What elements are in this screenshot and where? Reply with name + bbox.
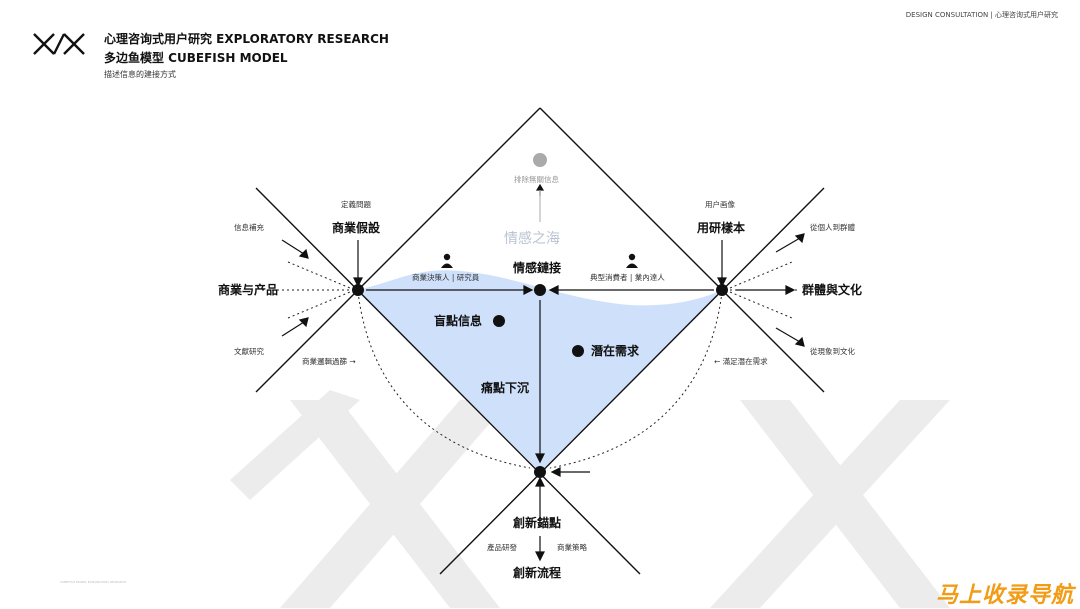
- label-group-culture: 群體與文化: [802, 283, 863, 297]
- label-consumer: 典型消費者 | 業內達人: [590, 273, 665, 282]
- label-business-product: 商業与产品: [218, 283, 279, 297]
- label-innovation-process: 創新流程: [513, 566, 562, 580]
- label-emotion-sea: 情感之海: [504, 231, 560, 247]
- label-research-sample: 用研樣本: [697, 221, 746, 235]
- label-phenomenon-culture: 從現象到文化: [810, 347, 855, 356]
- arrows: [281, 183, 805, 562]
- nodes: [352, 153, 728, 478]
- label-logic-filter: 商業邏輯過篩 →: [302, 357, 356, 366]
- label-excluded-info: 排除無關信息: [514, 175, 559, 184]
- label-pain-sink: 痛點下沉: [481, 381, 530, 395]
- model-title: 多边鱼模型 CUBEFISH MODEL: [104, 51, 288, 65]
- background-x-shapes: [230, 390, 950, 608]
- label-innovation-anchor: 創新錨點: [513, 516, 562, 530]
- footnote: CUBEFISH MODEL EXPLORATORY RESEARCH: [60, 580, 127, 584]
- label-user-persona: 用户画像: [705, 200, 735, 209]
- corner-label: DESIGN CONSULTATION | 心理咨询式用户研究: [905, 11, 1058, 19]
- label-business-hypothesis: 商業假設: [332, 221, 381, 235]
- page-title: 心理咨询式用户研究 EXPLORATORY RESEARCH: [104, 32, 389, 46]
- diamond-lines: [255, 107, 825, 575]
- label-literature: 文獻研究: [234, 347, 264, 356]
- label-define-problem: 定義問題: [341, 200, 371, 209]
- label-individual-group: 從個人到群體: [810, 223, 855, 232]
- label-biz-strategy: 商業策略: [557, 543, 587, 552]
- watermark: 马上收录导航: [935, 583, 1074, 608]
- label-info-supplement: 信息補充: [234, 223, 264, 232]
- label-decision-maker: 商業決策人 | 研究員: [412, 273, 480, 282]
- label-potential-need: 潛在需求: [591, 344, 640, 358]
- label-blind-info: 盲點信息: [434, 314, 483, 328]
- label-emotional-link: 情感鏈接: [513, 261, 562, 275]
- label-meet-potential: ← 滿足潛在需求: [714, 357, 768, 366]
- page-subtitle: 描述信息的建接方式: [104, 70, 176, 79]
- cubefish-logo-icon: [33, 33, 85, 55]
- person-icon: [441, 253, 638, 268]
- label-product-dev: 產品研發: [487, 543, 517, 552]
